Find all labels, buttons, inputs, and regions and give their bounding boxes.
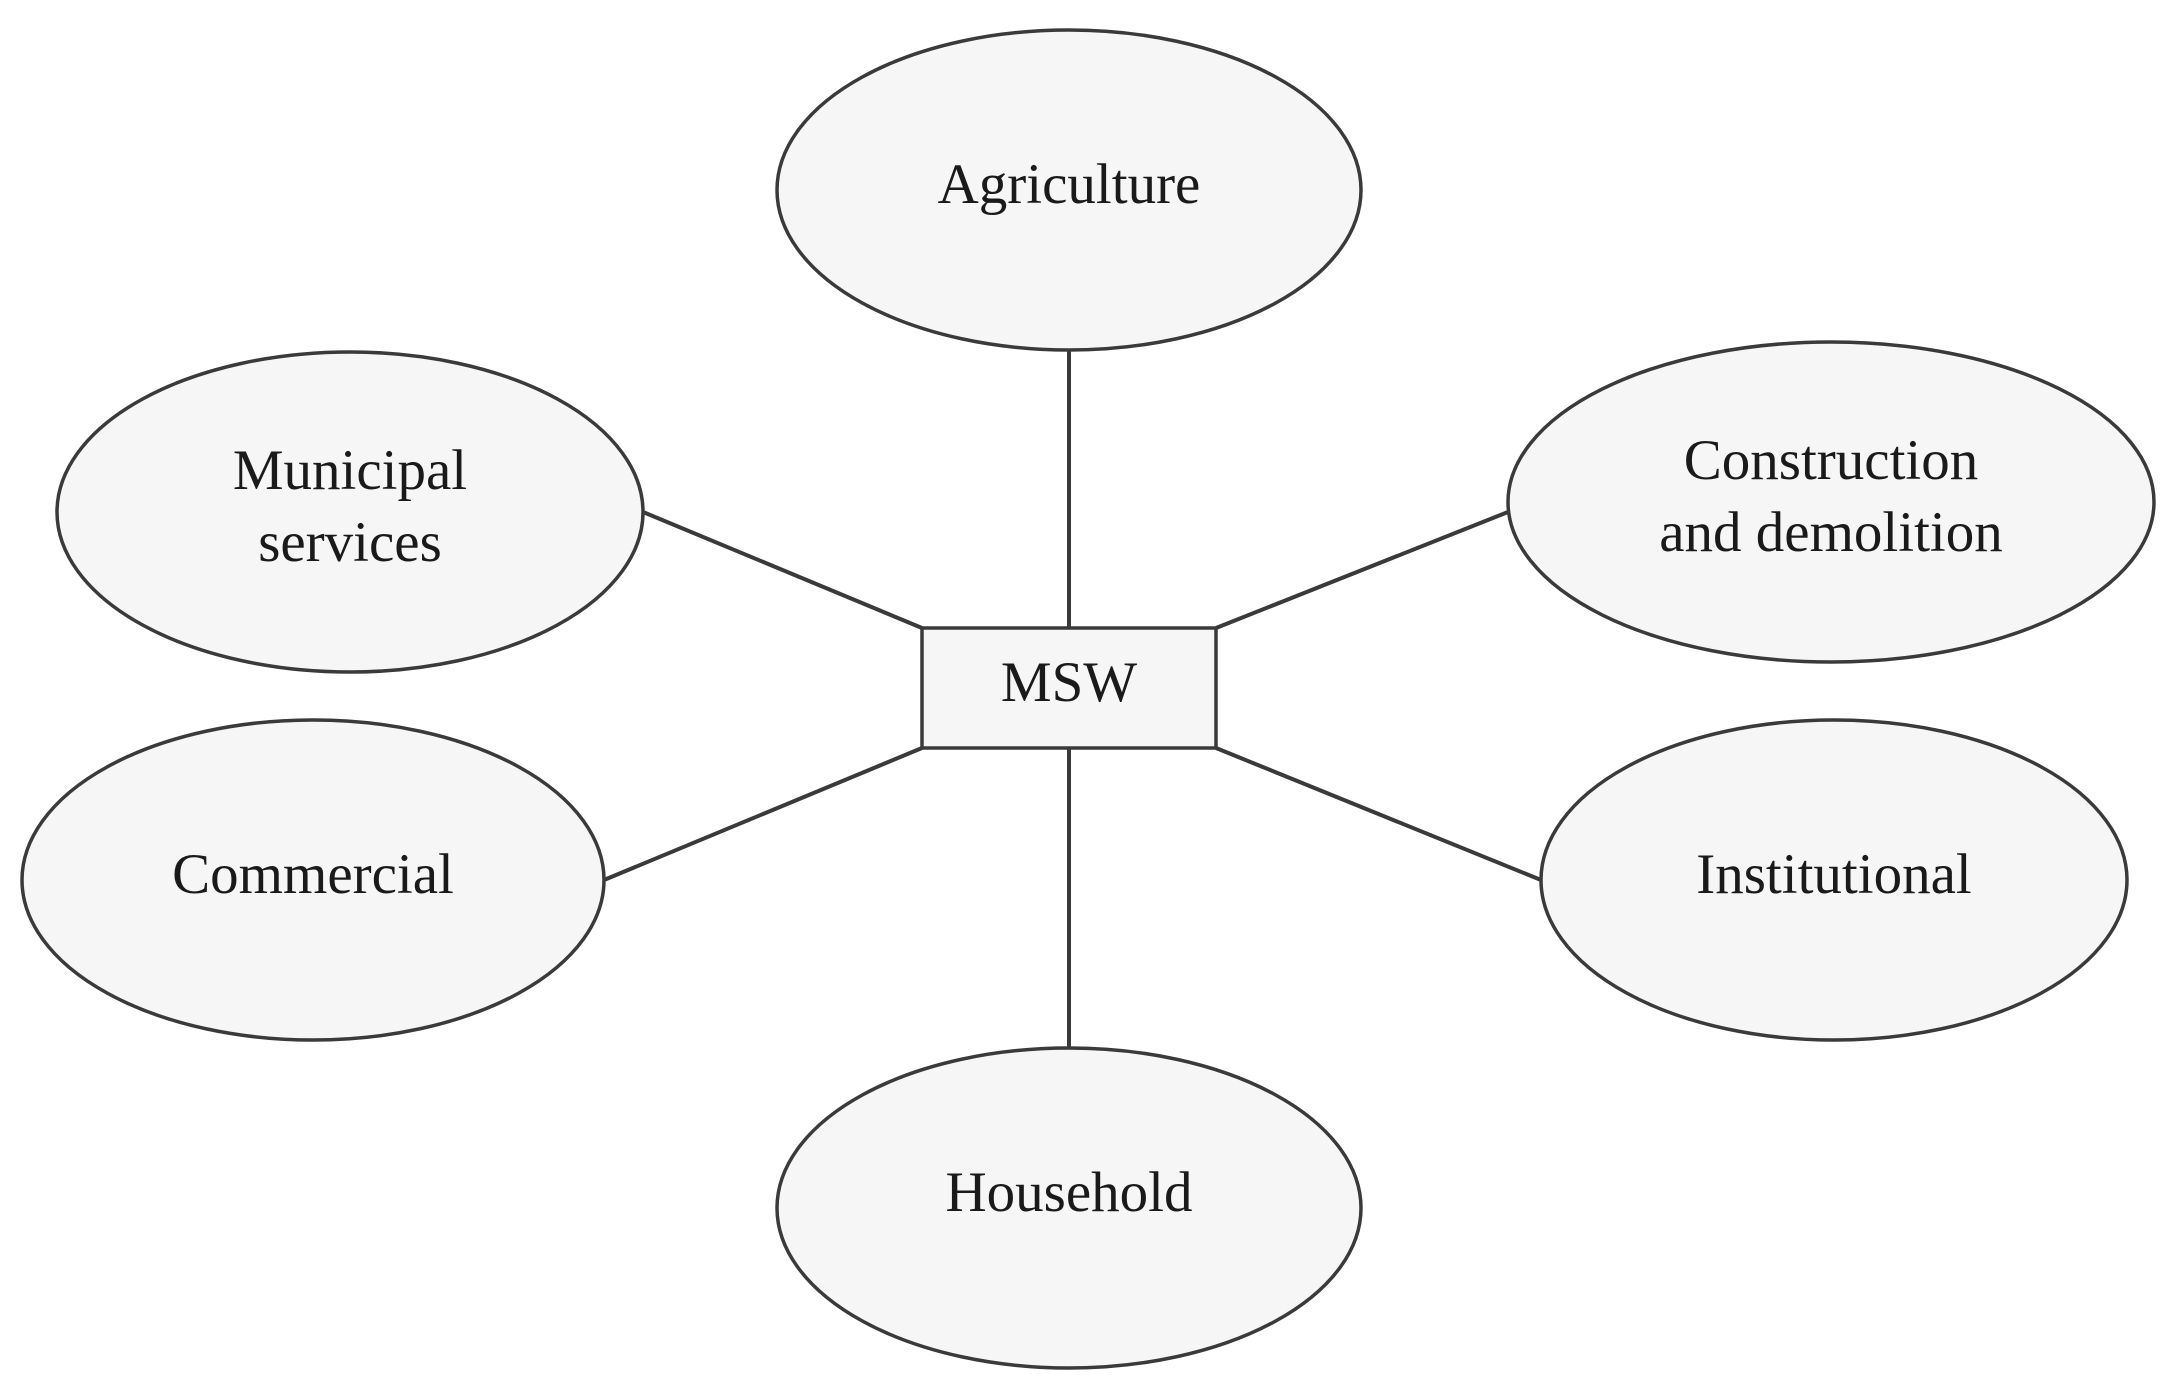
- center-node: MSW: [920, 626, 1218, 750]
- node-institutional: Institutional: [1539, 718, 2129, 1042]
- connector-institutional: [1215, 746, 1542, 882]
- node-commercial-ellipse: [20, 718, 606, 1042]
- node-construction-label-line1: Construction: [1684, 429, 1979, 492]
- node-institutional-label: Institutional: [1696, 843, 1971, 906]
- node-household-label: Household: [946, 1161, 1193, 1224]
- node-agriculture-label: Agriculture: [938, 153, 1201, 216]
- node-commercial: Commercial: [20, 718, 606, 1042]
- node-agriculture-ellipse: [775, 28, 1363, 352]
- connector-construction: [1215, 510, 1509, 630]
- center-node-box: [920, 626, 1218, 750]
- connector-commercial: [603, 746, 923, 882]
- node-municipal-services-ellipse: [55, 350, 645, 674]
- node-household: Household: [775, 1046, 1363, 1370]
- center-node-label: MSW: [1001, 651, 1137, 714]
- node-construction-label-line2: and demolition: [1659, 501, 2003, 564]
- node-municipal-services-label-line2: services: [258, 511, 442, 574]
- node-construction-ellipse: [1506, 340, 2156, 664]
- node-construction: Construction and demolition: [1506, 340, 2156, 664]
- connectors: [603, 350, 1542, 1048]
- node-municipal-services-label-line1: Municipal: [233, 439, 467, 502]
- node-household-ellipse: [775, 1046, 1363, 1370]
- node-municipal-services: Municipal services: [55, 350, 645, 674]
- node-institutional-ellipse: [1539, 718, 2129, 1042]
- node-commercial-label: Commercial: [172, 843, 454, 906]
- node-agriculture: Agriculture: [775, 28, 1363, 352]
- connector-municipal-services: [642, 510, 923, 630]
